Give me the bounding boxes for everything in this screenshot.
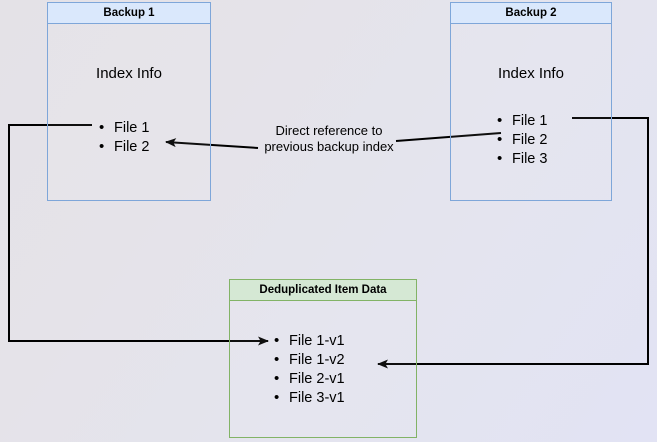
list-item: File 1 <box>497 111 547 131</box>
caption-line-2: previous backup index <box>264 139 394 154</box>
backup1-index-label: Index Info <box>96 65 162 82</box>
backup2-body: Index Info File 1 File 2 File 3 <box>450 24 612 201</box>
backup1-box: Backup 1 Index Info File 1 File 2 <box>47 2 211 201</box>
list-item: File 3 <box>497 149 547 169</box>
dedup-box: Deduplicated Item Data File 1-v1 File 1-… <box>229 279 417 438</box>
backup1-body: Index Info File 1 File 2 <box>47 24 211 201</box>
list-item: File 3-v1 <box>274 388 345 408</box>
list-item: File 2 <box>497 130 547 150</box>
list-item: File 2 <box>99 137 149 157</box>
list-item: File 1-v1 <box>274 331 345 351</box>
backup2-index-label: Index Info <box>498 65 564 82</box>
backup2-file-list: File 1 File 2 File 3 <box>497 111 547 169</box>
backup2-box: Backup 2 Index Info File 1 File 2 File 3 <box>450 2 612 201</box>
list-item: File 1-v2 <box>274 350 345 370</box>
list-item: File 2-v1 <box>274 369 345 389</box>
dedup-header: Deduplicated Item Data <box>229 279 417 301</box>
list-item: File 1 <box>99 118 149 138</box>
direct-reference-caption: Direct reference to previous backup inde… <box>249 123 409 155</box>
backup1-file-list: File 1 File 2 <box>99 118 149 157</box>
dedup-body: File 1-v1 File 1-v2 File 2-v1 File 3-v1 <box>229 301 417 438</box>
backup1-header: Backup 1 <box>47 2 211 24</box>
backup2-header: Backup 2 <box>450 2 612 24</box>
caption-line-1: Direct reference to <box>275 123 383 138</box>
dedup-item-list: File 1-v1 File 1-v2 File 2-v1 File 3-v1 <box>274 331 345 408</box>
